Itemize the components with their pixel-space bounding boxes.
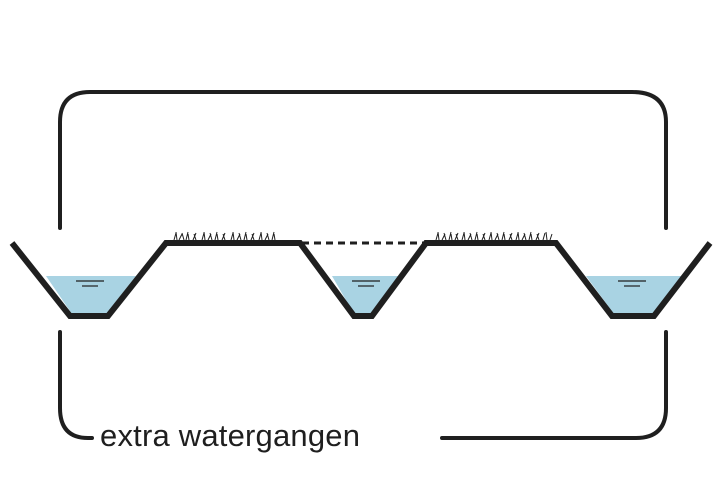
terrain-profile xyxy=(9,240,713,319)
water-surface-marks xyxy=(76,280,646,287)
diagram-label: extra watergangen xyxy=(100,418,361,453)
grass-tufts-right xyxy=(435,231,553,241)
top-bracket xyxy=(58,90,668,230)
grass-tufts-left xyxy=(173,231,276,241)
bottom-bracket-right xyxy=(440,330,668,440)
bottom-bracket xyxy=(58,330,94,440)
ditch-water-right xyxy=(586,276,682,314)
